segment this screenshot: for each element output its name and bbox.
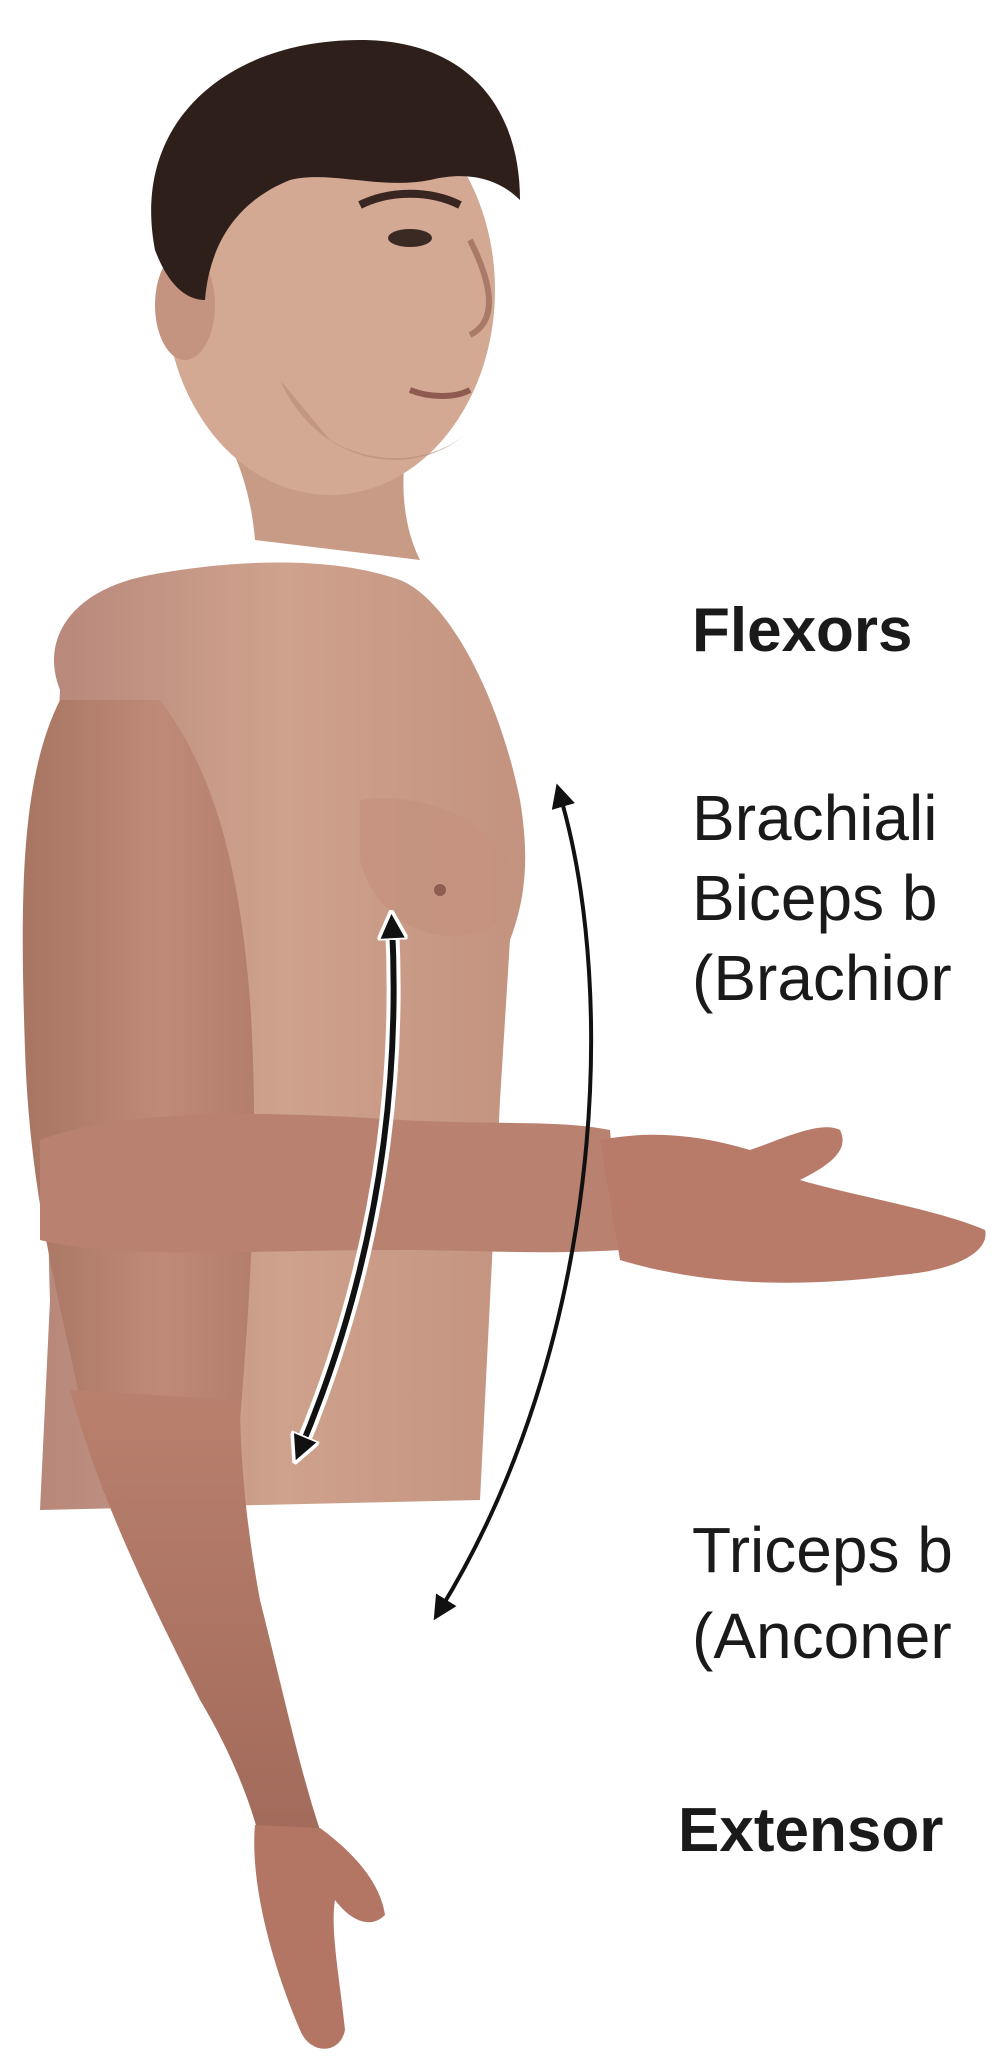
flexors-heading: Flexors bbox=[692, 600, 913, 662]
flexor-muscle-label: (Brachior bbox=[692, 946, 952, 1010]
extensor-muscle-label: (Anconer bbox=[692, 1604, 952, 1668]
flexor-muscle-label: Brachiali bbox=[692, 786, 937, 850]
extensors-heading: Extensor bbox=[678, 1800, 943, 1862]
head bbox=[151, 40, 520, 495]
flexor-muscle-label: Biceps b bbox=[692, 866, 937, 930]
extensor-muscle-label: Triceps b bbox=[692, 1518, 953, 1582]
